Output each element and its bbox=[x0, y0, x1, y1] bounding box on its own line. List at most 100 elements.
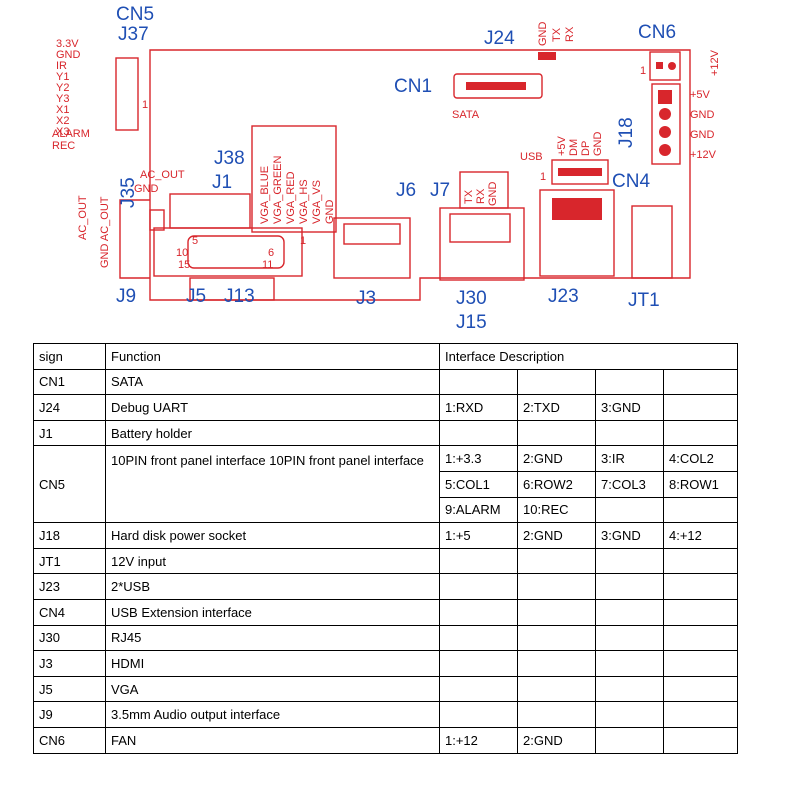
ac-out-label: AC_OUT bbox=[140, 169, 185, 181]
usb-label: USB bbox=[520, 151, 543, 163]
label-j3: J3 bbox=[356, 288, 376, 309]
vga-pin-number: 6 bbox=[268, 247, 274, 259]
table-cell: Debug UART bbox=[105, 394, 440, 421]
table-cell: Battery holder bbox=[105, 419, 440, 447]
rj45-port bbox=[449, 213, 511, 243]
cn5-pin-label: GND bbox=[56, 49, 81, 61]
rj45-connector bbox=[439, 207, 525, 281]
cn5-pin-one: 1 bbox=[142, 99, 148, 111]
j18-pin-label: GND bbox=[690, 109, 715, 121]
table-cell: RJ45 bbox=[105, 624, 440, 652]
table-cell bbox=[439, 701, 518, 728]
j35-left-label: GND AC_OUT bbox=[99, 196, 111, 268]
j6-pin-label: TX bbox=[463, 189, 475, 204]
table-cell bbox=[517, 675, 596, 703]
table-cell bbox=[663, 650, 738, 677]
table-cell: 3:GND bbox=[595, 522, 664, 549]
usb-pin-label: DM bbox=[568, 139, 580, 156]
table-cell: 8:ROW1 bbox=[663, 470, 738, 498]
table-cell: CN6 bbox=[33, 726, 106, 754]
sata-pins bbox=[466, 82, 526, 90]
table-cell bbox=[517, 650, 596, 677]
table-cell: 4:+12 bbox=[663, 522, 738, 549]
table-cell: 10:REC bbox=[517, 496, 596, 524]
cn6-connector bbox=[649, 51, 681, 81]
vga-connector bbox=[153, 227, 303, 277]
j18-pin-label: GND bbox=[690, 129, 715, 141]
hdmi-port bbox=[343, 223, 401, 245]
table-cell: 9:ALARM bbox=[439, 496, 518, 524]
vga-pin-label: VGA_GREEN bbox=[272, 155, 284, 224]
table-cell: SATA bbox=[105, 368, 440, 396]
cn5-pin-label: Y1 bbox=[56, 71, 69, 83]
label-j30: J30 bbox=[456, 288, 487, 309]
table-cell: J24 bbox=[33, 394, 106, 421]
j6-pin-label: RX bbox=[475, 188, 487, 204]
table-cell: Hard disk power socket bbox=[105, 522, 440, 549]
table-cell: J23 bbox=[33, 573, 106, 600]
table-cell bbox=[595, 368, 664, 396]
label-j35: J35 bbox=[118, 177, 139, 208]
table-cell bbox=[595, 547, 664, 575]
usb-connector bbox=[539, 189, 615, 277]
vga-pin-number: 11 bbox=[262, 259, 273, 271]
table-cell bbox=[439, 598, 518, 626]
table-cell bbox=[439, 650, 518, 677]
table-cell: 2*USB bbox=[105, 573, 440, 600]
label-cn1: CN1 bbox=[394, 76, 432, 97]
table-cell bbox=[595, 419, 664, 447]
table-cell bbox=[439, 675, 518, 703]
vga-foot bbox=[189, 277, 275, 301]
table-cell bbox=[439, 368, 518, 396]
usb-pin-label: GND bbox=[592, 132, 604, 157]
table-cell: CN5 bbox=[33, 445, 106, 524]
j6-pin-label: GND bbox=[487, 182, 499, 207]
table-cell bbox=[517, 701, 596, 728]
cn5-pin-label: IR bbox=[56, 60, 67, 72]
vga-pin-number: 10 bbox=[176, 247, 188, 259]
table-cell bbox=[663, 573, 738, 600]
vga-pin-labels: VGA_BLUE VGA_GREEN VGA_RED VGA_HS VGA_VS… bbox=[259, 155, 336, 224]
table-cell: 2:TXD bbox=[517, 394, 596, 421]
j18-pin-label: +5V bbox=[690, 89, 711, 101]
board-diagram: CN5 J37 3.3V GND IR Y1 Y2 Y3 X1 X2 X3 AL… bbox=[52, 4, 721, 333]
label-j15: J15 bbox=[456, 312, 487, 333]
table-cell: VGA bbox=[105, 675, 440, 703]
table-cell: FAN bbox=[105, 726, 440, 754]
audio-outline bbox=[119, 199, 150, 279]
table-cell bbox=[517, 624, 596, 652]
usb-pin-label: +5V bbox=[556, 135, 568, 156]
j18-pin-label: +12V bbox=[690, 149, 717, 161]
table-cell bbox=[439, 624, 518, 652]
cn5-pin-label: ALARM bbox=[52, 128, 90, 140]
table-cell: sign bbox=[33, 343, 106, 370]
label-j24: J24 bbox=[484, 28, 515, 49]
cn6-pin-one: 1 bbox=[640, 65, 646, 77]
cn4-connector bbox=[551, 159, 609, 185]
table-cell bbox=[595, 598, 664, 626]
vga-pin-label: VGA_BLUE bbox=[259, 166, 271, 224]
table-cell: 2:GND bbox=[517, 522, 596, 549]
table-cell: 7:COL3 bbox=[595, 470, 664, 498]
table-cell: 3:IR bbox=[595, 445, 664, 472]
cn5-pin-labels: 3.3V GND IR Y1 Y2 Y3 X1 X2 X3 ALARM REC bbox=[52, 38, 90, 152]
table-cell bbox=[517, 368, 596, 396]
vga-dsub bbox=[187, 235, 285, 269]
table-cell bbox=[517, 419, 596, 447]
hdmi-connector bbox=[333, 217, 411, 279]
label-j7: J7 bbox=[430, 180, 450, 201]
cn4-pins bbox=[558, 168, 602, 176]
table-cell bbox=[439, 419, 518, 447]
table-cell: 4:COL2 bbox=[663, 445, 738, 472]
table-cell bbox=[517, 573, 596, 600]
label-j13: J13 bbox=[224, 286, 255, 307]
